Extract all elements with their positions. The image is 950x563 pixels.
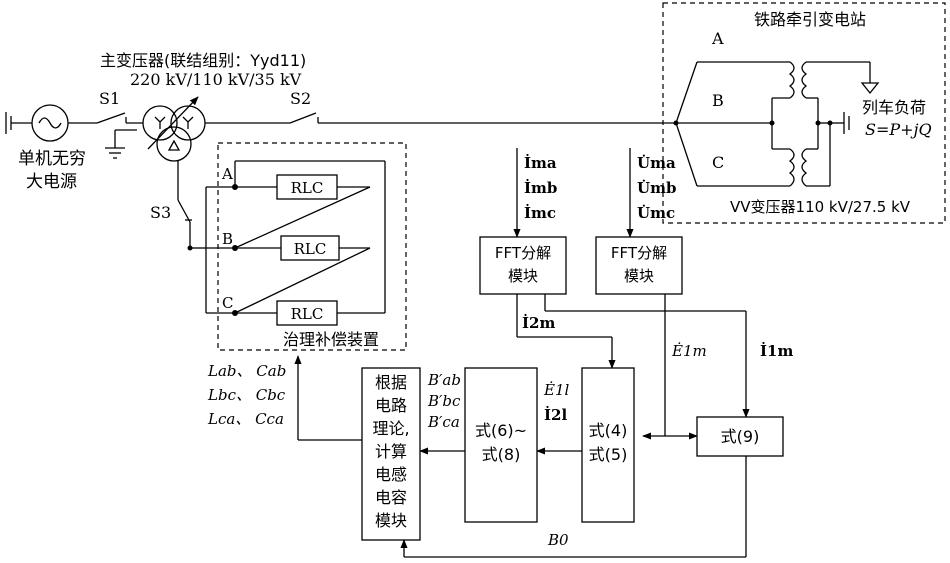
b-prime-ca: B′ca	[427, 413, 460, 431]
rlc-box-c	[276, 300, 338, 326]
eq45-line1: 式(4)	[589, 421, 628, 440]
calc-line2: 电路	[375, 396, 407, 415]
infinite-source	[5, 104, 97, 142]
rlc-label-c: RLC	[291, 305, 324, 323]
b-prime-bc: B′bc	[427, 392, 461, 410]
vv-transformer-label: VV变压器110 kV/27.5 kV	[730, 198, 911, 216]
eq68-line2: 式(8)	[482, 445, 521, 464]
signal-i1m: İ1m	[760, 341, 793, 360]
substation-phase-a: A	[711, 29, 724, 48]
switch-s2-label: S2	[290, 89, 311, 108]
eq68-line1: 式(6)~	[475, 421, 527, 440]
calc-line3: 理论,	[372, 419, 409, 438]
rlc-label-a: RLC	[291, 179, 324, 197]
compensator-frame	[217, 142, 407, 351]
signal-i2m: İ2m	[522, 313, 555, 332]
compensator-title: 治理补偿装置	[283, 330, 379, 349]
substation-title: 铁路牵引变电站	[754, 10, 866, 29]
eq9-block	[696, 416, 784, 457]
compensator-phase-a: A	[221, 165, 233, 183]
current-mb: İmb	[524, 178, 557, 197]
eq9-label: 式(9)	[721, 427, 760, 446]
lc-ca: Lca、 Cca	[207, 410, 284, 428]
calc-block	[361, 367, 421, 541]
substation-frame	[662, 2, 946, 224]
calc-line6: 电容	[375, 488, 407, 507]
b-prime-ab: B′ab	[427, 371, 461, 389]
calc-line4: 计算	[375, 442, 407, 461]
load-formula: S=P+jQ	[865, 120, 932, 139]
load-label: 列车负荷	[862, 98, 926, 117]
rlc-box-a	[276, 174, 338, 200]
current-mc: İmc	[524, 203, 556, 222]
eq45-line2: 式(5)	[589, 445, 628, 464]
signal-e1m: Ė1m	[671, 342, 707, 360]
substation-phase-c: C	[712, 153, 724, 172]
voltage-ma: U̇ma	[637, 154, 676, 172]
fft-current-line2: 模块	[508, 267, 538, 285]
lc-ab: Lab、 Cab	[207, 362, 286, 380]
fft-block-current	[479, 236, 567, 295]
switch-s1	[96, 112, 143, 124]
fft-current-line1: FFT分解	[495, 244, 551, 262]
rlc-label-b: RLC	[294, 240, 327, 258]
signal-connections	[294, 294, 750, 558]
calc-line1: 根据	[375, 373, 407, 392]
current-ma: İma	[524, 153, 557, 172]
signal-e1l: Ė1l	[543, 381, 569, 399]
voltage-mb: U̇mb	[637, 179, 676, 197]
signal-b0: B0	[547, 531, 569, 549]
transformer-title: 主变压器(联结组别：Yyd11)	[100, 51, 306, 70]
switch-s2	[289, 112, 676, 124]
switch-s1-label: S1	[99, 89, 120, 108]
fft-voltage-line1: FFT分解	[611, 244, 667, 262]
eq45-block	[581, 367, 635, 523]
compensator-phase-c: C	[222, 294, 233, 312]
transformer-rating: 220 kV/110 kV/35 kV	[130, 70, 302, 89]
main-transformer-symbol	[105, 96, 290, 200]
lc-bc: Lbc、 Cbc	[207, 386, 286, 404]
rlc-box-b	[280, 235, 340, 261]
calc-line7: 模块	[375, 511, 407, 530]
source-label-2: 大电源	[26, 172, 77, 192]
switch-s3-label: S3	[150, 203, 171, 222]
substation-phase-b: B	[712, 91, 724, 110]
vv-transformer-network	[673, 61, 880, 187]
calc-line5: 电感	[375, 465, 407, 484]
source-label-1: 单机无穷	[18, 149, 86, 169]
fft-block-voltage	[595, 236, 683, 295]
voltage-mc: U̇mc	[637, 204, 675, 222]
signal-i2l: İ2l	[544, 405, 567, 424]
fft-voltage-line2: 模块	[624, 267, 654, 285]
eq68-block	[464, 367, 538, 523]
switch-s3	[177, 199, 192, 248]
compensator-phase-b: B	[222, 230, 233, 248]
compensator-network	[187, 160, 386, 316]
